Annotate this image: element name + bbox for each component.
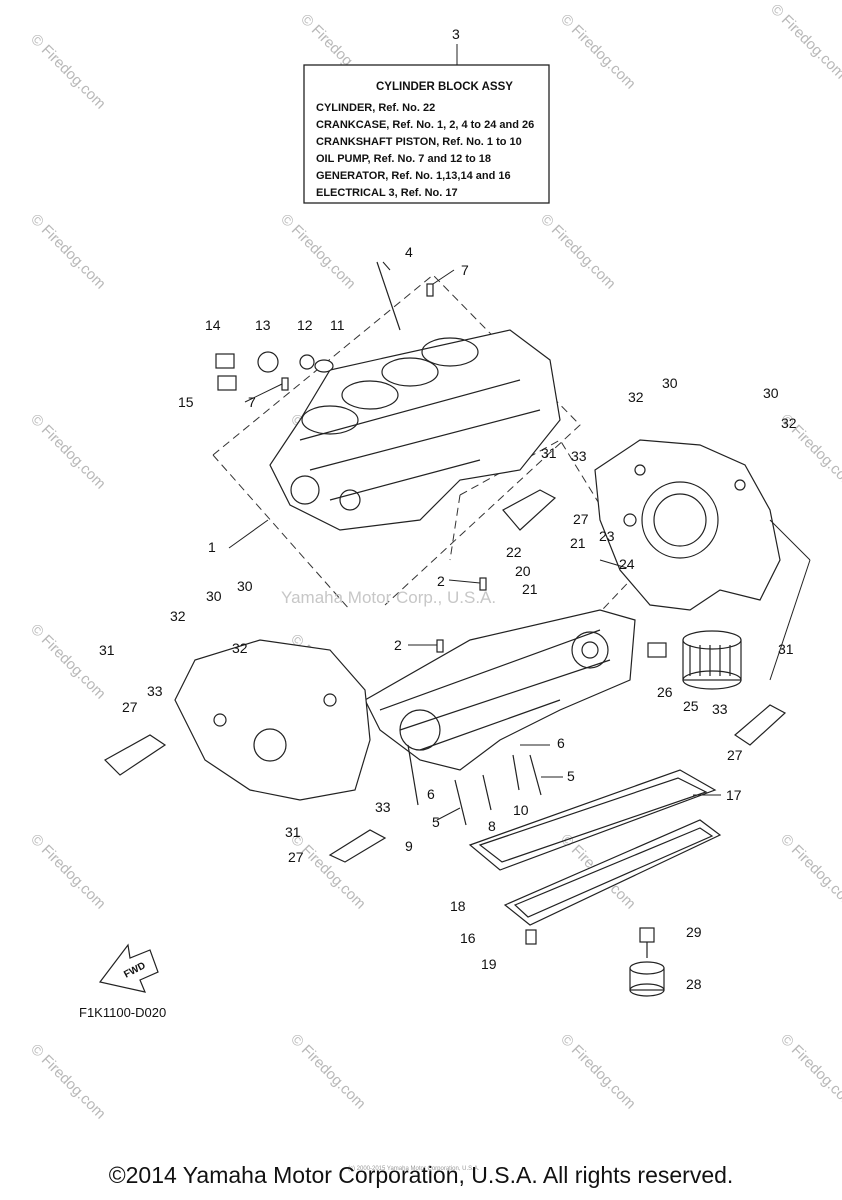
watermark-tile: © Firedog.com	[287, 1031, 369, 1113]
diagram-code: F1K1100-D020	[79, 1005, 166, 1020]
callout-label: 31	[285, 824, 301, 840]
callout-label: 12	[297, 317, 313, 333]
callout-label: 33	[712, 701, 728, 717]
callout-label: 32	[232, 640, 248, 656]
info-box: 3 CYLINDER BLOCK ASSY CYLINDER, Ref. No.…	[303, 26, 550, 204]
callout-label: 33	[571, 448, 587, 464]
callout-label: 21	[570, 535, 586, 551]
callout-label: 4	[405, 244, 413, 260]
info-box-line: CRANKCASE, Ref. No. 1, 2, 4 to 24 and 26	[316, 119, 534, 131]
info-box-line: CRANKSHAFT PISTON, Ref. No. 1 to 10	[316, 136, 522, 148]
callout-label: 32	[170, 608, 186, 624]
info-box-line: GENERATOR, Ref. No. 1,13,14 and 16	[316, 170, 511, 182]
callout-label: 2	[394, 637, 402, 653]
callout-label: 31	[541, 445, 557, 461]
oil-filter	[647, 630, 742, 690]
callout-label: 10	[513, 802, 529, 818]
fine-print: (c) 2000-2015 Yamaha Motor Corporation, …	[348, 1166, 480, 1172]
lower-crankcase	[364, 609, 636, 771]
callout-label: 25	[683, 698, 699, 714]
callout-label: 1	[208, 539, 216, 555]
watermark-tile: © Firedog.com	[557, 1031, 639, 1113]
copyright-notice: ©2014 Yamaha Motor Corporation, U.S.A. A…	[108, 1162, 734, 1188]
fwd-arrow-icon: FWD	[98, 943, 159, 993]
callout-label: 31	[99, 642, 115, 658]
watermark-tile: © Firedog.com	[27, 31, 109, 113]
callout-labels: 1 2 2 4 5 5 6 6 7 7 8 9 10 11 12 13 14 1…	[99, 244, 797, 992]
brackets	[104, 489, 787, 863]
callout-label: 15	[178, 394, 194, 410]
watermark-tile: © Firedog.com	[27, 1041, 109, 1123]
callout-label: 32	[781, 415, 797, 431]
callout-label: 22	[506, 544, 522, 560]
callout-label: 32	[628, 389, 644, 405]
callout-label: 30	[662, 375, 678, 391]
callout-label: 2	[437, 573, 445, 589]
watermark-tile: © Firedog.com	[27, 211, 109, 293]
info-box-line: ELECTRICAL 3, Ref. No. 17	[316, 187, 458, 199]
cylinder-block	[269, 329, 561, 531]
callout-label: 23	[599, 528, 615, 544]
watermark-tile: © Firedog.com	[777, 1031, 842, 1113]
callout-label: 31	[778, 641, 794, 657]
right-cover	[594, 439, 811, 681]
callout-label: 6	[557, 735, 565, 751]
gaskets	[468, 769, 722, 926]
leader-lines	[228, 261, 721, 821]
left-cover	[174, 639, 371, 801]
watermark-center: Yamaha Motor Corp., U.S.A.	[281, 588, 496, 607]
watermark-tile: © Firedog.com	[537, 211, 619, 293]
callout-label: 5	[432, 814, 440, 830]
callout-label: 29	[686, 924, 702, 940]
callout-label: 8	[488, 818, 496, 834]
callout-label: 11	[330, 317, 345, 333]
callout-label: 14	[205, 317, 221, 333]
watermark-tile: © Firedog.com	[27, 831, 109, 913]
info-box-line: CYLINDER, Ref. No. 22	[316, 102, 435, 114]
callout-label: 28	[686, 976, 702, 992]
callout-label: 27	[573, 511, 589, 527]
watermark-tile: © Firedog.com	[557, 11, 639, 93]
callout-label: 30	[206, 588, 222, 604]
callout-label: 20	[515, 563, 531, 579]
watermark-tile: © Firedog.com	[767, 1, 842, 83]
callout-label: 18	[450, 898, 466, 914]
callout-label: 5	[567, 768, 575, 784]
callout-label: 13	[255, 317, 271, 333]
stud-and-dowels	[281, 261, 487, 653]
callout-label: 27	[727, 747, 743, 763]
callout-label: 27	[122, 699, 138, 715]
bolts	[407, 744, 655, 958]
watermark-tile: © Firedog.com	[27, 621, 109, 703]
callout-label: 30	[763, 385, 779, 401]
callout-label: 21	[522, 581, 538, 597]
watermark-tile: © Firedog.com	[27, 411, 109, 493]
callout-label: 26	[657, 684, 673, 700]
callout-label: 33	[375, 799, 391, 815]
watermark-tile: © Firedog.com	[277, 211, 359, 293]
info-box-title: CYLINDER BLOCK ASSY	[376, 81, 513, 93]
callout-label: 19	[481, 956, 497, 972]
callout-label: 30	[237, 578, 253, 594]
small-fittings	[215, 351, 334, 391]
callout-label: 27	[288, 849, 304, 865]
info-box-ref: 3	[452, 26, 460, 42]
callout-label: 24	[619, 556, 635, 572]
watermark-tile: © Firedog.com	[777, 831, 842, 913]
callout-label: 33	[147, 683, 163, 699]
spacer	[629, 961, 665, 997]
callout-label: 7	[461, 262, 469, 278]
callout-label: 17	[726, 787, 742, 803]
callout-label: 16	[460, 930, 476, 946]
info-box-line: OIL PUMP, Ref. No. 7 and 12 to 18	[316, 153, 491, 165]
callout-label: 6	[427, 786, 435, 802]
callout-label: 9	[405, 838, 413, 854]
callout-label: 7	[248, 394, 256, 410]
